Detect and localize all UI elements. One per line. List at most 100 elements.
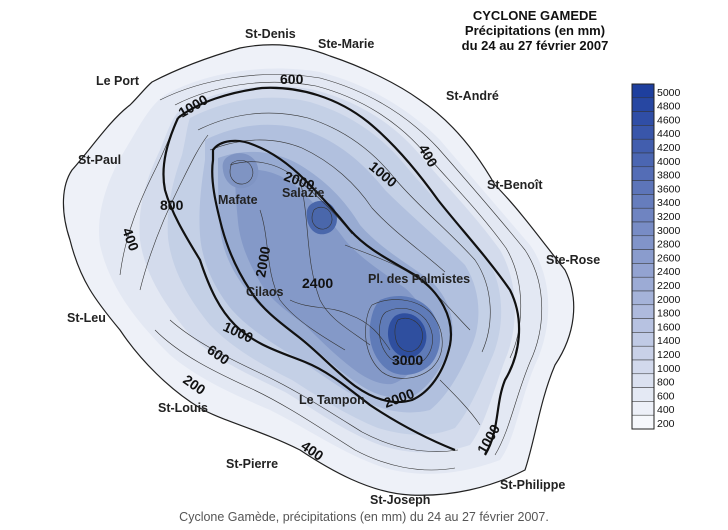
legend-label: 2600 bbox=[657, 252, 681, 264]
contour-line bbox=[439, 379, 481, 426]
legend-label: 800 bbox=[657, 377, 675, 389]
legend-label: 3000 bbox=[657, 225, 681, 237]
contour-line bbox=[169, 319, 459, 452]
legend-label: 1800 bbox=[657, 308, 681, 320]
legend-label: 3400 bbox=[657, 197, 681, 209]
legend-swatch bbox=[631, 359, 655, 375]
legend-swatch bbox=[631, 138, 655, 154]
legend-swatch bbox=[631, 125, 655, 140]
place-le-port: Le Port bbox=[96, 74, 140, 88]
title-line-2: Précipitations (en mm) bbox=[464, 23, 606, 38]
contour-1000-west bbox=[162, 117, 456, 452]
legend-swatch bbox=[631, 332, 655, 347]
contour-label: 2400 bbox=[302, 275, 333, 291]
place-cilaos: Cilaos bbox=[246, 285, 284, 299]
contour-label: 2000 bbox=[252, 245, 273, 279]
title-line-3: du 24 au 27 février 2007 bbox=[461, 38, 609, 53]
contour-line bbox=[154, 329, 456, 471]
place-st-paul: St-Paul bbox=[78, 153, 121, 167]
legend-swatch bbox=[631, 387, 655, 402]
contour-line bbox=[159, 74, 543, 456]
place-st-andre: St-André bbox=[446, 89, 499, 103]
map-title: CYCLONE GAMEDE Précipitations (en mm) du… bbox=[440, 8, 630, 53]
legend-swatch bbox=[631, 373, 655, 388]
contour-2000 bbox=[211, 139, 453, 404]
legend-label: 4200 bbox=[657, 142, 681, 154]
contour-line bbox=[229, 161, 353, 235]
legend-swatch bbox=[631, 180, 655, 195]
place-st-louis: St-Louis bbox=[158, 401, 208, 415]
color-scale-legend: 5000480046004400420040003800360034003200… bbox=[631, 83, 681, 430]
place-plaine-des-palmistes: Pl. des Palmistes bbox=[368, 272, 470, 286]
place-st-pierre: St-Pierre bbox=[226, 457, 278, 471]
legend-label: 1600 bbox=[657, 321, 681, 333]
contour-line bbox=[344, 244, 471, 331]
contour-line bbox=[365, 299, 443, 379]
place-st-benoit: St-Benoît bbox=[487, 178, 543, 192]
contour-1000 bbox=[177, 86, 521, 456]
contour-line bbox=[311, 206, 333, 230]
contour-line bbox=[197, 112, 491, 353]
contour-label: 400 bbox=[119, 226, 142, 254]
legend-label: 2400 bbox=[657, 266, 681, 278]
major-contours bbox=[162, 86, 521, 456]
contour-line bbox=[289, 299, 391, 351]
legend-label: 1200 bbox=[657, 349, 681, 361]
legend-swatch bbox=[631, 276, 655, 292]
legend-label: 5000 bbox=[657, 87, 681, 99]
legend-label: 4400 bbox=[657, 128, 681, 140]
place-st-joseph: St-Joseph bbox=[370, 493, 430, 507]
place-labels: St-Denis Ste-Marie Le Port St-André St-P… bbox=[67, 27, 600, 507]
band-peak bbox=[387, 313, 427, 358]
contour-label: 3000 bbox=[392, 352, 423, 368]
place-st-philippe: St-Philippe bbox=[500, 478, 565, 492]
legend-swatch bbox=[631, 249, 655, 264]
legend-swatch bbox=[631, 221, 655, 237]
legend-label: 4800 bbox=[657, 101, 681, 113]
figure-caption: Cyclone Gamède, précipitations (en mm) d… bbox=[179, 510, 549, 524]
legend-swatch bbox=[631, 83, 655, 99]
place-ste-marie: Ste-Marie bbox=[318, 37, 374, 51]
legend-swatch bbox=[631, 401, 655, 416]
legend-swatch bbox=[631, 318, 655, 333]
contour-line bbox=[139, 134, 209, 291]
place-salazie: Salazie bbox=[282, 186, 324, 200]
legend-swatch bbox=[631, 235, 655, 250]
contour-line bbox=[209, 139, 446, 273]
legend-label: 2200 bbox=[657, 280, 681, 292]
contour-line bbox=[174, 81, 522, 359]
legend-label: 2800 bbox=[657, 239, 681, 251]
place-st-denis: St-Denis bbox=[245, 27, 296, 41]
contour-line bbox=[229, 159, 254, 185]
contour-line bbox=[379, 307, 433, 365]
legend-swatch bbox=[631, 111, 655, 126]
contour-label: 800 bbox=[160, 197, 184, 213]
title-line-1: CYCLONE GAMEDE bbox=[472, 8, 598, 23]
minor-contours bbox=[119, 74, 543, 471]
legend-label: 4000 bbox=[657, 156, 681, 168]
contour-line bbox=[259, 209, 346, 351]
place-ste-rose: Ste-Rose bbox=[546, 253, 600, 267]
legend-swatch bbox=[631, 152, 655, 168]
legend-label: 1000 bbox=[657, 363, 681, 375]
contour-line bbox=[299, 179, 371, 346]
legend-swatch bbox=[631, 194, 655, 209]
legend-frame bbox=[631, 83, 655, 430]
legend-swatch bbox=[631, 345, 655, 361]
contour-label: 600 bbox=[280, 71, 304, 87]
legend-label: 3200 bbox=[657, 211, 681, 223]
legend-swatch bbox=[631, 290, 655, 306]
legend-swatch bbox=[631, 263, 655, 278]
legend-label: 2000 bbox=[657, 294, 681, 306]
legend-label: 400 bbox=[657, 404, 675, 416]
legend-label: 200 bbox=[657, 418, 675, 430]
legend-swatch bbox=[631, 207, 655, 223]
place-mafate: Mafate bbox=[218, 193, 258, 207]
legend-swatch bbox=[631, 97, 655, 112]
contour-line bbox=[394, 317, 423, 352]
legend-label: 3600 bbox=[657, 183, 681, 195]
legend-swatch bbox=[631, 166, 655, 181]
legend-swatch bbox=[631, 414, 655, 430]
place-le-tampon: Le Tampon bbox=[299, 393, 365, 407]
